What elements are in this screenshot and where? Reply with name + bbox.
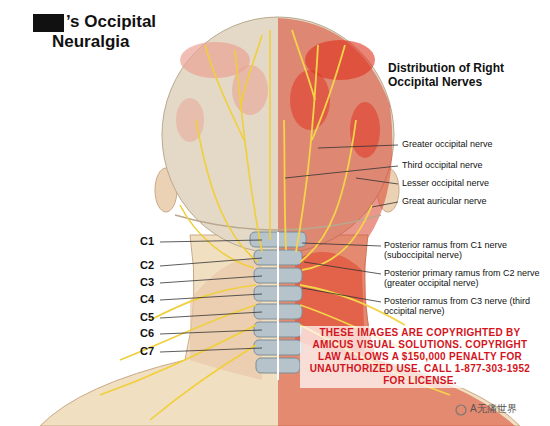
ramus-label: Posterior ramus from C1 nerve (suboccipi… — [384, 240, 542, 261]
left-nerves — [100, 30, 270, 420]
leader-lines — [160, 145, 398, 352]
title: ’s Occipital Neuralgia — [52, 12, 172, 53]
nerve-label: Lesser occipital nerve — [402, 178, 489, 188]
skull-base — [175, 215, 381, 230]
vertebra-label: C2 — [140, 259, 154, 272]
muscle — [290, 70, 330, 130]
nerve-label: Great auricular nerve — [402, 196, 487, 206]
redaction-box — [33, 14, 64, 32]
nerve-label: Third occipital nerve — [402, 160, 483, 170]
cervical-spine — [250, 232, 306, 380]
watermark-icon — [456, 405, 466, 415]
vertebra-label: C1 — [140, 235, 154, 248]
muscle — [176, 98, 204, 142]
vertebra-label: C4 — [140, 293, 154, 306]
vertebra-label: C7 — [140, 345, 154, 358]
ramus-label: Posterior primary ramus from C2 nerve (g… — [384, 268, 542, 289]
subtitle: Distribution of Right Occipital Nerves — [388, 62, 538, 90]
vertebra-label: C6 — [140, 327, 154, 340]
watermark: A无痛世界 — [470, 403, 517, 415]
ramus-label: Posterior ramus from C3 nerve (third occ… — [384, 296, 542, 317]
nerve-label: Greater occipital nerve — [402, 139, 493, 149]
copyright-notice: THESE IMAGES ARE COPYRIGHTED BY AMICUS V… — [300, 326, 540, 388]
vertebra-label: C5 — [140, 311, 154, 324]
vertebra-label: C3 — [140, 276, 154, 289]
